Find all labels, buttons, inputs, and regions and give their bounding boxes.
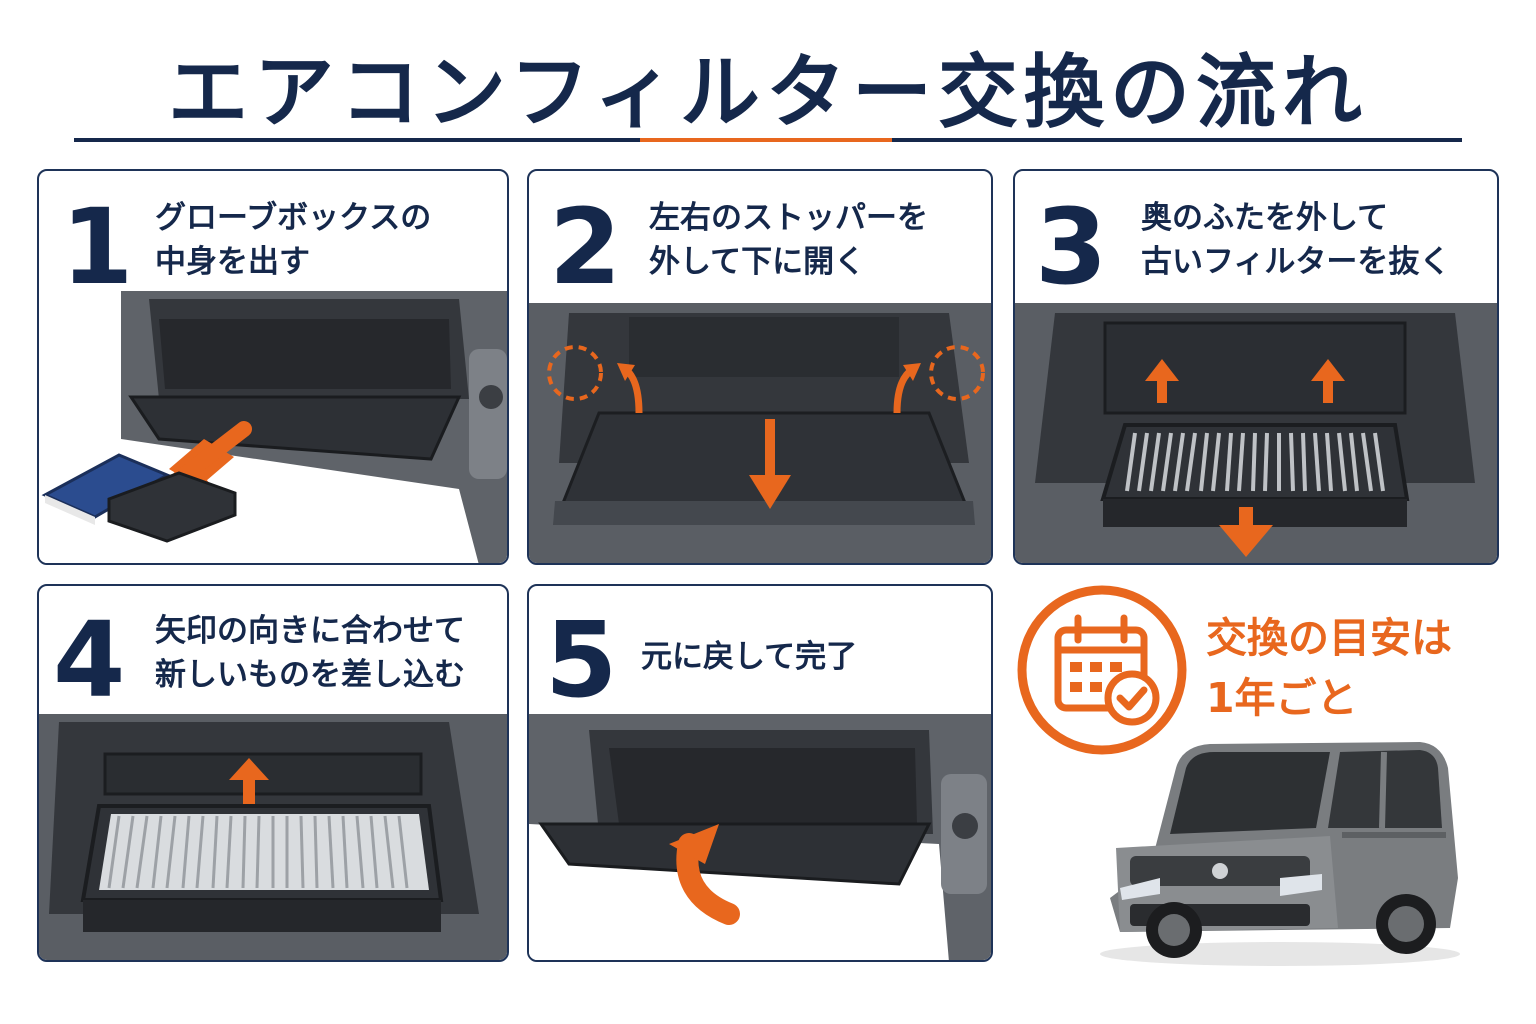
- glovebox-open-illustration: [529, 303, 991, 563]
- page-title: エアコンフィルター交換の流れ: [168, 46, 1368, 139]
- step-1-caption-line2: 中身を出す: [155, 244, 310, 280]
- step-3-panel: 3 奥のふたを外して 古いフィルターを抜く: [1013, 169, 1499, 565]
- replacement-interval: 交換の目安は 1年ごと: [1206, 608, 1452, 728]
- step-4-panel: 4 矢印の向きに合わせて 新しいものを差し込む: [37, 584, 509, 962]
- title-underline: [74, 138, 1462, 142]
- glovebox-closed-illustration: [529, 714, 991, 960]
- step-3-caption-line2: 古いフィルターを抜く: [1141, 244, 1451, 280]
- new-filter-pleats: [107, 815, 409, 889]
- step-3-caption-line1: 奥のふたを外して: [1141, 200, 1389, 236]
- step-2-caption-line2: 外して下に開く: [649, 244, 866, 280]
- step-5-number: 5: [545, 599, 618, 721]
- step-4-caption-line2: 新しいものを差し込む: [155, 657, 465, 693]
- calendar-check-icon: [1016, 584, 1188, 756]
- step-1-illustration: [39, 289, 507, 563]
- step-2-caption-line1: 左右のストッパーを: [649, 200, 928, 236]
- step-2-illustration: [529, 303, 991, 563]
- replacement-interval-line1: 交換の目安は: [1206, 614, 1452, 662]
- step-1-caption-line1: グローブボックスの: [155, 200, 432, 236]
- filter-pleats: [1125, 432, 1385, 492]
- step-3-number: 3: [1035, 186, 1108, 308]
- step-5-panel: 5 元に戻して完了: [527, 584, 993, 962]
- car-illustration: [1090, 728, 1470, 968]
- step-3-illustration: [1015, 303, 1497, 563]
- new-filter-insert-illustration: [39, 714, 507, 960]
- glovebox-empty-illustration: [39, 289, 507, 563]
- step-5-illustration: [529, 714, 991, 960]
- step-5-caption-line1: 元に戻して完了: [641, 639, 858, 675]
- step-4-caption-line1: 矢印の向きに合わせて: [155, 613, 465, 649]
- title-underline-accent: [640, 138, 892, 142]
- replacement-interval-line2: 1年ごと: [1206, 674, 1358, 722]
- step-2-number: 2: [549, 186, 622, 308]
- step-1-panel: 1 グローブボックスの 中身を出す: [37, 169, 509, 565]
- step-4-number: 4: [53, 599, 126, 721]
- old-filter-removal-illustration: [1015, 303, 1497, 563]
- step-4-illustration: [39, 714, 507, 960]
- step-1-number: 1: [61, 186, 134, 308]
- step-2-panel: 2 左右のストッパーを 外して下に開く: [527, 169, 993, 565]
